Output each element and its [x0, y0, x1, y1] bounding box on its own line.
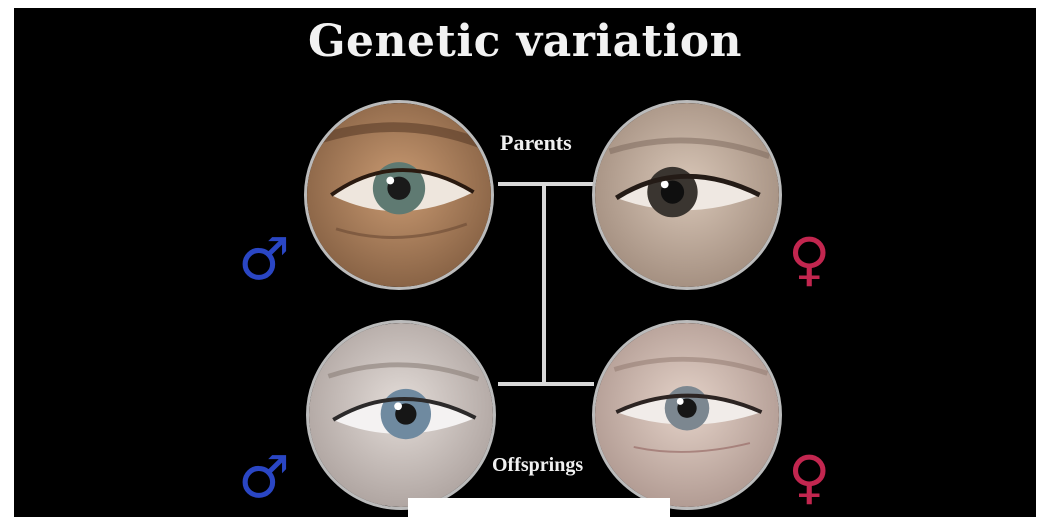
father-eye-photo	[304, 100, 494, 290]
female-symbol-icon: ♀	[788, 230, 830, 288]
female-symbol: ♀	[788, 225, 830, 293]
eye-icon	[595, 323, 779, 507]
mother-eye-photo	[592, 100, 782, 290]
figure-title: Genetic variation	[14, 16, 1036, 67]
son-eye-photo	[306, 320, 496, 510]
female-symbol: ♀	[788, 443, 830, 511]
male-symbol-icon: ♂	[238, 448, 290, 506]
offsprings-label: Offsprings	[492, 454, 583, 477]
genetic-variation-figure: Genetic variation Parents Offsprings	[14, 8, 1036, 517]
eye-icon	[595, 103, 779, 287]
daughter-eye-photo	[592, 320, 782, 510]
pedigree-connector-lines	[14, 8, 1036, 517]
female-symbol-icon: ♀	[788, 448, 830, 506]
bottom-white-bar	[408, 498, 670, 518]
clipped-header-text	[14, 8, 1036, 12]
male-symbol: ♂	[238, 225, 290, 293]
male-symbol-icon: ♂	[238, 230, 290, 288]
eye-icon	[307, 103, 491, 287]
male-symbol: ♂	[238, 443, 290, 511]
parents-label: Parents	[500, 130, 572, 156]
eye-icon	[309, 323, 493, 507]
